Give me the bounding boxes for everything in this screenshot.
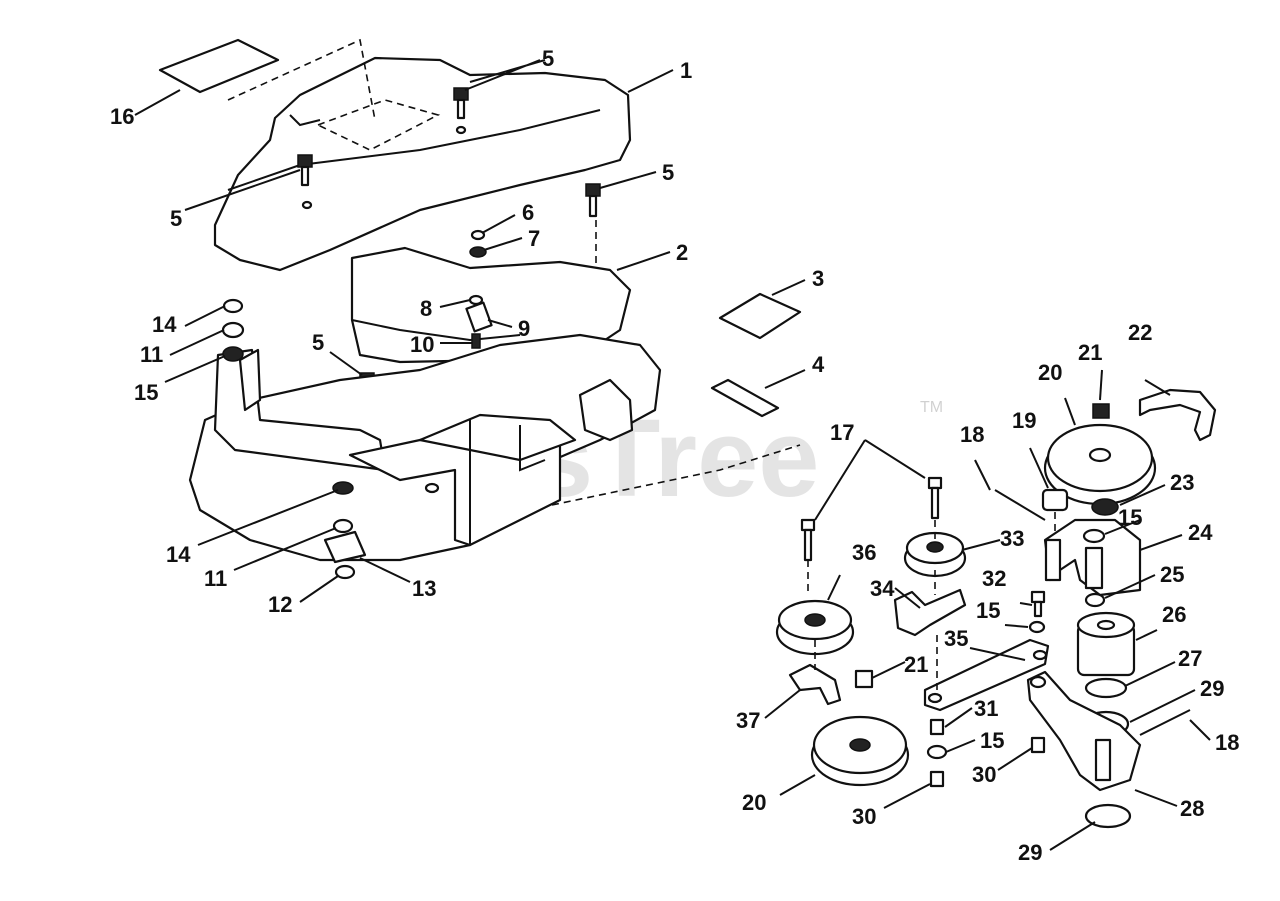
callout-7: 7 <box>528 226 540 251</box>
callout-34: 34 <box>870 576 895 601</box>
callout-26: 26 <box>1162 602 1186 627</box>
alignment-lines <box>807 520 938 690</box>
callout-33: 33 <box>1000 526 1024 551</box>
callout-8: 8 <box>420 296 432 321</box>
callout-15-lower: 15 <box>980 728 1004 753</box>
belt-guard-lower <box>350 246 632 364</box>
callout-36: 36 <box>852 540 876 565</box>
pulley-20-lower <box>810 715 910 787</box>
callout-11-bottom: 11 <box>204 566 227 591</box>
callout-2: 2 <box>676 240 688 265</box>
seal-29-lower <box>1084 803 1132 829</box>
decal-4 <box>710 378 780 418</box>
washer-15-right <box>1028 620 1046 634</box>
bracket-37 <box>788 663 842 706</box>
watermark-trademark: TM <box>920 399 943 416</box>
callout-14-bottom: 14 <box>166 542 191 567</box>
pulley-36 <box>775 599 855 656</box>
callout-14-left: 14 <box>152 312 177 337</box>
callout-21-upper: 21 <box>1078 340 1102 365</box>
callout-22: 22 <box>1128 320 1152 345</box>
callout-30-left: 30 <box>852 804 876 829</box>
washer-25 <box>1084 592 1106 608</box>
bolt-17-right <box>927 476 943 520</box>
callout-5-right: 5 <box>662 160 674 185</box>
callout-27: 27 <box>1178 646 1202 671</box>
bolt-5-top <box>453 87 469 135</box>
callout-29-lower: 29 <box>1018 840 1042 865</box>
callout-20-lower: 20 <box>742 790 766 815</box>
callout-18-lower: 18 <box>1215 730 1239 755</box>
callout-11-left: 11 <box>140 342 163 367</box>
belt-cover-top <box>213 56 632 272</box>
callout-15-middle: 15 <box>976 598 1000 623</box>
bracket-24 <box>1043 518 1142 597</box>
callout-3: 3 <box>812 266 824 291</box>
idler-arm-28 <box>1026 670 1142 792</box>
washer-15-lower <box>926 744 948 760</box>
bearing-housing-26 <box>1076 611 1136 677</box>
callout-13: 13 <box>412 576 436 601</box>
pulley-33 <box>903 531 967 578</box>
callout-17: 17 <box>830 420 854 445</box>
bearing-23 <box>1091 498 1119 516</box>
callout-18-upper: 18 <box>960 422 984 447</box>
callout-24: 24 <box>1188 520 1213 545</box>
callout-6: 6 <box>522 200 534 225</box>
callout-5-middle: 5 <box>312 330 324 355</box>
callout-1: 1 <box>680 58 692 83</box>
leader-lines <box>134 59 1211 851</box>
callout-9: 9 <box>518 316 530 341</box>
callout-15-upper: 15 <box>1118 505 1142 530</box>
callout-29-upper: 29 <box>1200 676 1224 701</box>
hardware-stack-left <box>221 298 245 362</box>
hardware-6-7 <box>469 229 487 258</box>
pulley-20-upper <box>1043 403 1157 506</box>
callout-32: 32 <box>982 566 1006 591</box>
snap-ring-27 <box>1084 677 1128 699</box>
callout-31: 31 <box>974 696 998 721</box>
pin-18-upper <box>994 489 1046 521</box>
nut-30-right <box>1030 736 1046 754</box>
callout-10: 10 <box>410 332 434 357</box>
callout-25: 25 <box>1160 562 1184 587</box>
bolt-5-left <box>297 154 313 210</box>
callout-35: 35 <box>944 626 968 651</box>
callout-20-upper: 20 <box>1038 360 1062 385</box>
decal-16 <box>158 38 376 121</box>
belt-guard-22 <box>1138 388 1217 442</box>
bolt-17-left <box>800 518 816 562</box>
callout-19: 19 <box>1012 408 1036 433</box>
callout-5-left: 5 <box>170 206 182 231</box>
decal-3 <box>718 292 802 340</box>
bolt-32 <box>1030 590 1046 618</box>
nut-21-lower <box>854 669 874 689</box>
callout-labels: 1 2 3 4 5 5 5 5 6 7 8 9 10 11 11 12 13 1… <box>110 46 1239 865</box>
pin-18-lower <box>1139 709 1191 736</box>
nut-30-left <box>929 770 945 788</box>
callout-30-right: 30 <box>972 762 996 787</box>
pin-19 <box>1041 488 1069 538</box>
callout-23: 23 <box>1170 470 1194 495</box>
callout-16: 16 <box>110 104 134 129</box>
callout-4: 4 <box>812 352 825 377</box>
deck-housing <box>188 333 801 580</box>
callout-15-left: 15 <box>134 380 158 405</box>
callout-28: 28 <box>1180 796 1204 821</box>
callout-37: 37 <box>736 708 760 733</box>
callout-12: 12 <box>268 592 292 617</box>
spacer-31 <box>929 718 945 736</box>
callout-5-top: 5 <box>542 46 554 71</box>
callout-21-lower: 21 <box>904 652 928 677</box>
